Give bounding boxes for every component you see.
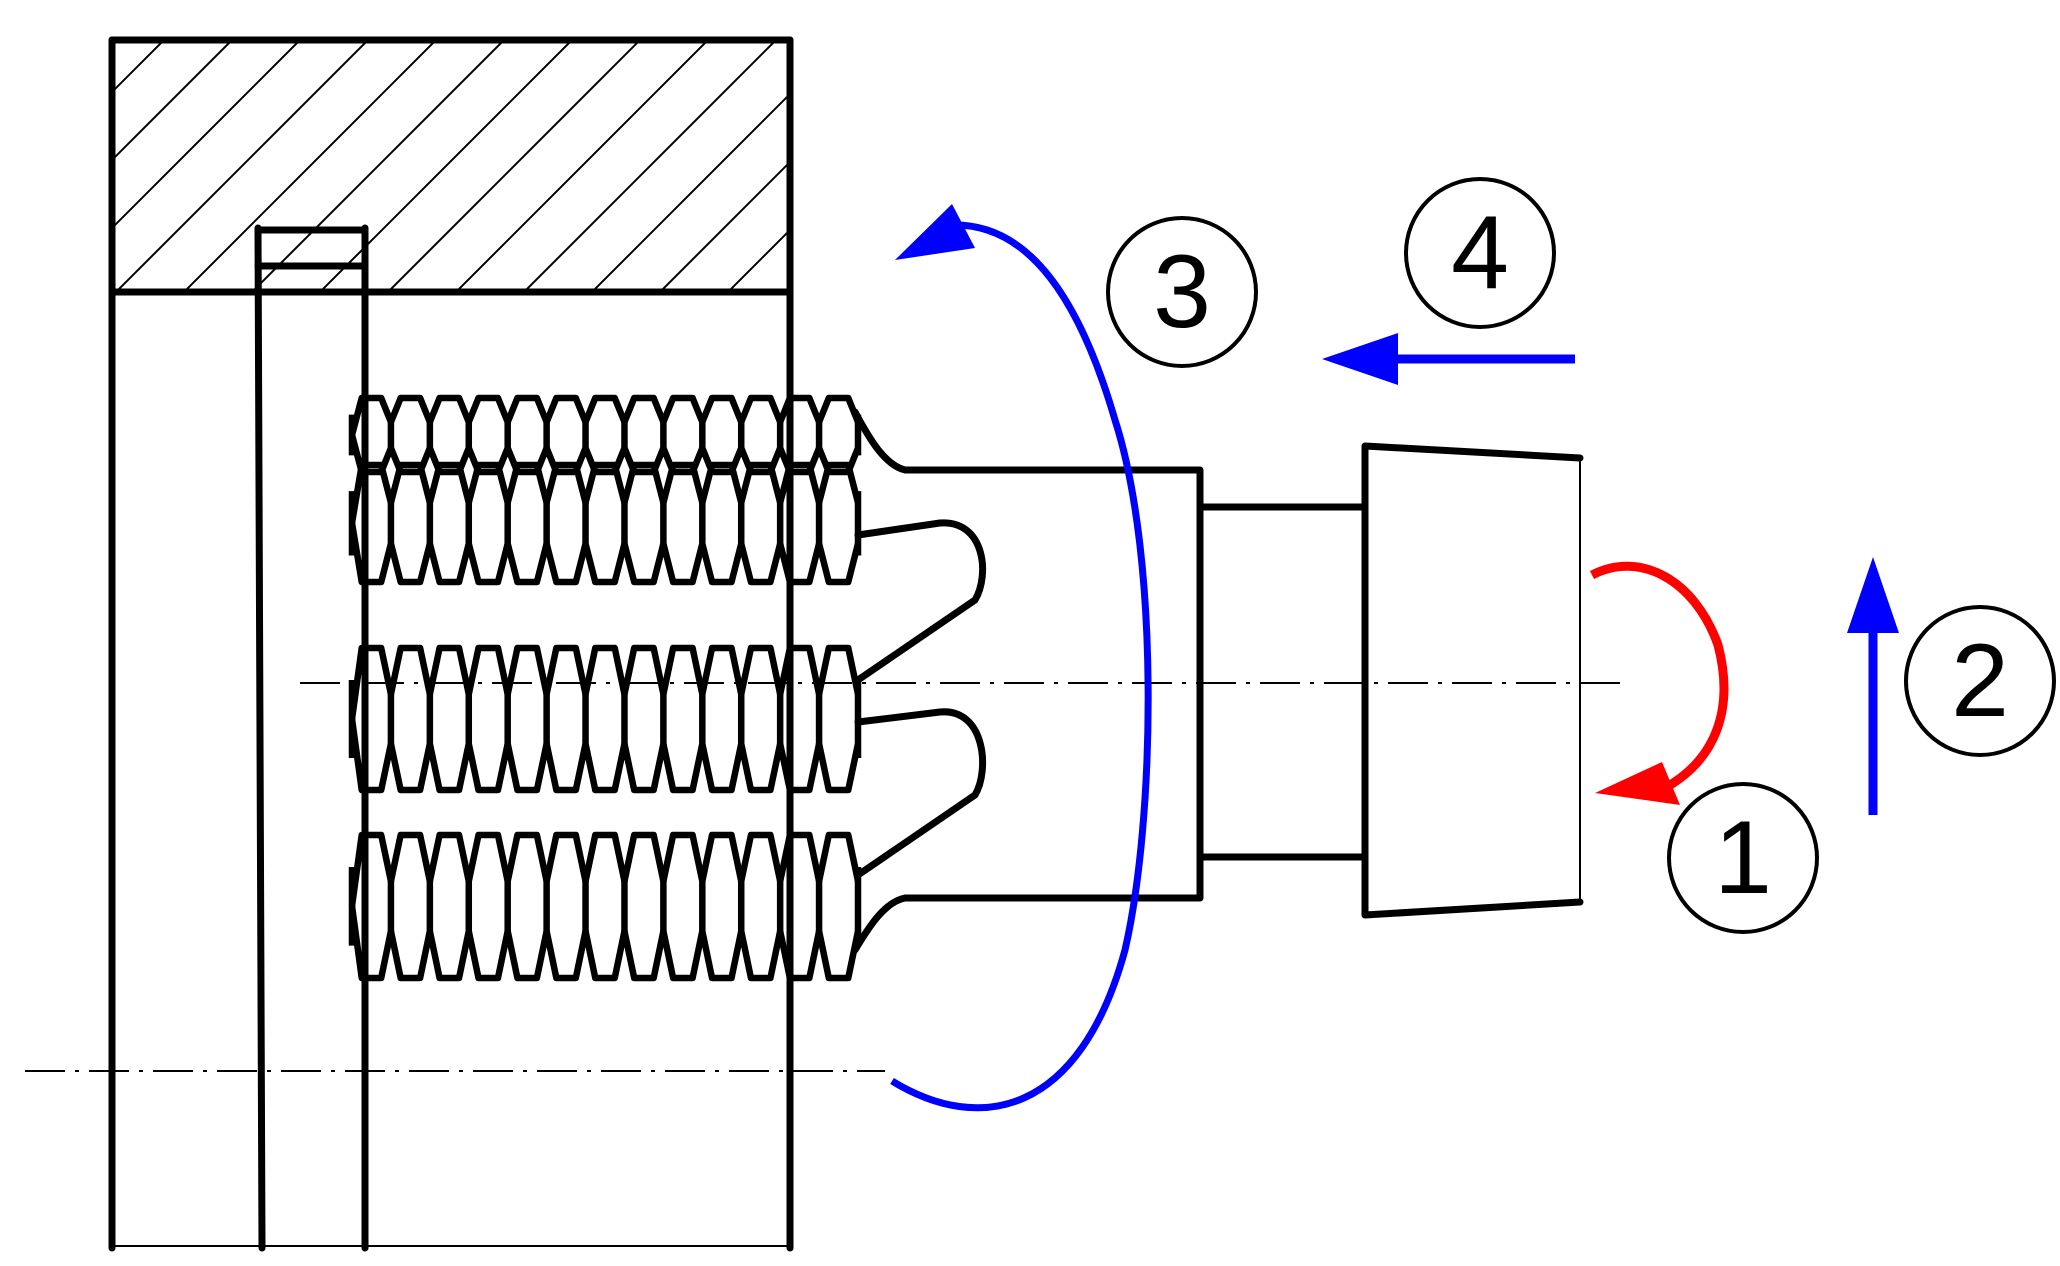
hatched-section bbox=[111, 39, 789, 291]
rotation-arrow-3 bbox=[890, 204, 1152, 1112]
tool-head bbox=[1361, 442, 1584, 919]
thread-band-1-upper bbox=[348, 394, 862, 436]
thread-teeth bbox=[348, 394, 862, 982]
marker-2: 2 bbox=[1904, 605, 2056, 757]
feed-arrow-4 bbox=[1322, 333, 1575, 385]
lift-arrow-2 bbox=[1847, 557, 1899, 815]
thread-band-3-upper bbox=[348, 644, 862, 720]
thread-band-2-upper bbox=[348, 461, 862, 524]
tool-finger-upper bbox=[854, 519, 987, 684]
thread-band-3-lower bbox=[348, 718, 862, 794]
thread-band-4-upper bbox=[348, 831, 862, 907]
marker-4-label: 4 bbox=[1451, 195, 1509, 311]
tool-finger-lower bbox=[854, 708, 987, 879]
marker-3-label: 3 bbox=[1153, 234, 1211, 350]
housing-block bbox=[108, 36, 794, 1252]
tool-body bbox=[851, 408, 1204, 954]
marker-1: 1 bbox=[1667, 782, 1819, 934]
rotation-arrow-1 bbox=[1589, 561, 1729, 805]
thread-band-2-lower bbox=[348, 522, 862, 586]
threaded-tool bbox=[348, 394, 1584, 982]
thread-band-1-lower bbox=[348, 434, 862, 476]
hatching bbox=[112, 40, 788, 290]
marker-1-label: 1 bbox=[1714, 800, 1772, 916]
thread-band-4-lower bbox=[348, 905, 862, 982]
marker-2-label: 2 bbox=[1951, 623, 2009, 739]
marker-3: 3 bbox=[1106, 216, 1258, 368]
marker-4: 4 bbox=[1404, 177, 1556, 329]
